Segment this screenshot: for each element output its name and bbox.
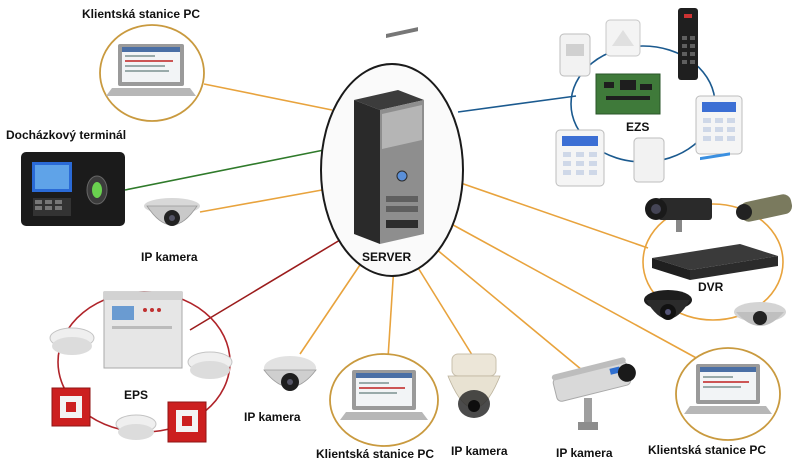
- vandal-dome-icon: [734, 302, 786, 326]
- manual-call-point-icon: [167, 401, 207, 443]
- link-eps: [189, 239, 341, 331]
- ipcam-bottom1-node: [263, 356, 317, 391]
- label-dvr: DVR: [698, 280, 724, 294]
- link-pc-bottom: [387, 264, 395, 359]
- manual-call-point-icon: [51, 387, 91, 427]
- ipcam-left-node: [144, 198, 200, 226]
- box-camera-icon: [645, 198, 712, 232]
- bullet-camera-icon: [736, 194, 793, 222]
- label-ipcam-bottom3: IP kamera: [556, 446, 613, 460]
- link-pc-top: [203, 83, 333, 111]
- label-ipcam-bottom1: IP kamera: [244, 410, 301, 424]
- attendance-terminal-node: [21, 152, 125, 226]
- eps-node: [49, 291, 233, 443]
- pc-bottom-node: [329, 353, 439, 447]
- label-ipcam-bottom2: IP kamera: [451, 444, 508, 458]
- label-server: SERVER: [362, 250, 412, 264]
- dvr-node: [642, 152, 793, 326]
- label-pc-bottom: Klientská stanice PC: [316, 447, 435, 461]
- laptop-icon: [340, 370, 428, 420]
- label-ipcam-left: IP kamera: [141, 250, 198, 264]
- link-dvr: [451, 179, 649, 249]
- connection-lines: [124, 83, 701, 371]
- link-ipcam-b1: [299, 255, 367, 355]
- pc-right-node: [675, 347, 781, 441]
- link-ipcam-b3: [429, 243, 583, 371]
- ipcam-bottom2-node: [447, 353, 501, 418]
- link-ezs: [457, 95, 577, 113]
- link-ipcam-left: [199, 189, 323, 213]
- server-node: [320, 27, 464, 277]
- link-ipcam-b2: [411, 257, 475, 359]
- label-eps: EPS: [124, 388, 149, 402]
- ezs-node: [555, 8, 743, 187]
- label-ezs: EZS: [626, 120, 650, 134]
- dome-camera-icon: [644, 290, 692, 320]
- laptop-icon: [684, 364, 772, 414]
- label-attendance-terminal: Docházkový terminál: [6, 128, 127, 142]
- link-attendance: [124, 149, 325, 191]
- link-pc-right: [443, 219, 701, 361]
- dvr-ring: [642, 203, 784, 321]
- dvr-box-icon: [652, 152, 778, 280]
- label-pc-right: Klientská stanice PC: [648, 443, 767, 457]
- server-tower-icon: [354, 27, 424, 244]
- pc-top-node: [99, 24, 205, 122]
- laptop-icon: [106, 44, 196, 96]
- ipcam-bottom3-node: [551, 357, 636, 430]
- label-pc-top: Klientská stanice PC: [82, 7, 201, 21]
